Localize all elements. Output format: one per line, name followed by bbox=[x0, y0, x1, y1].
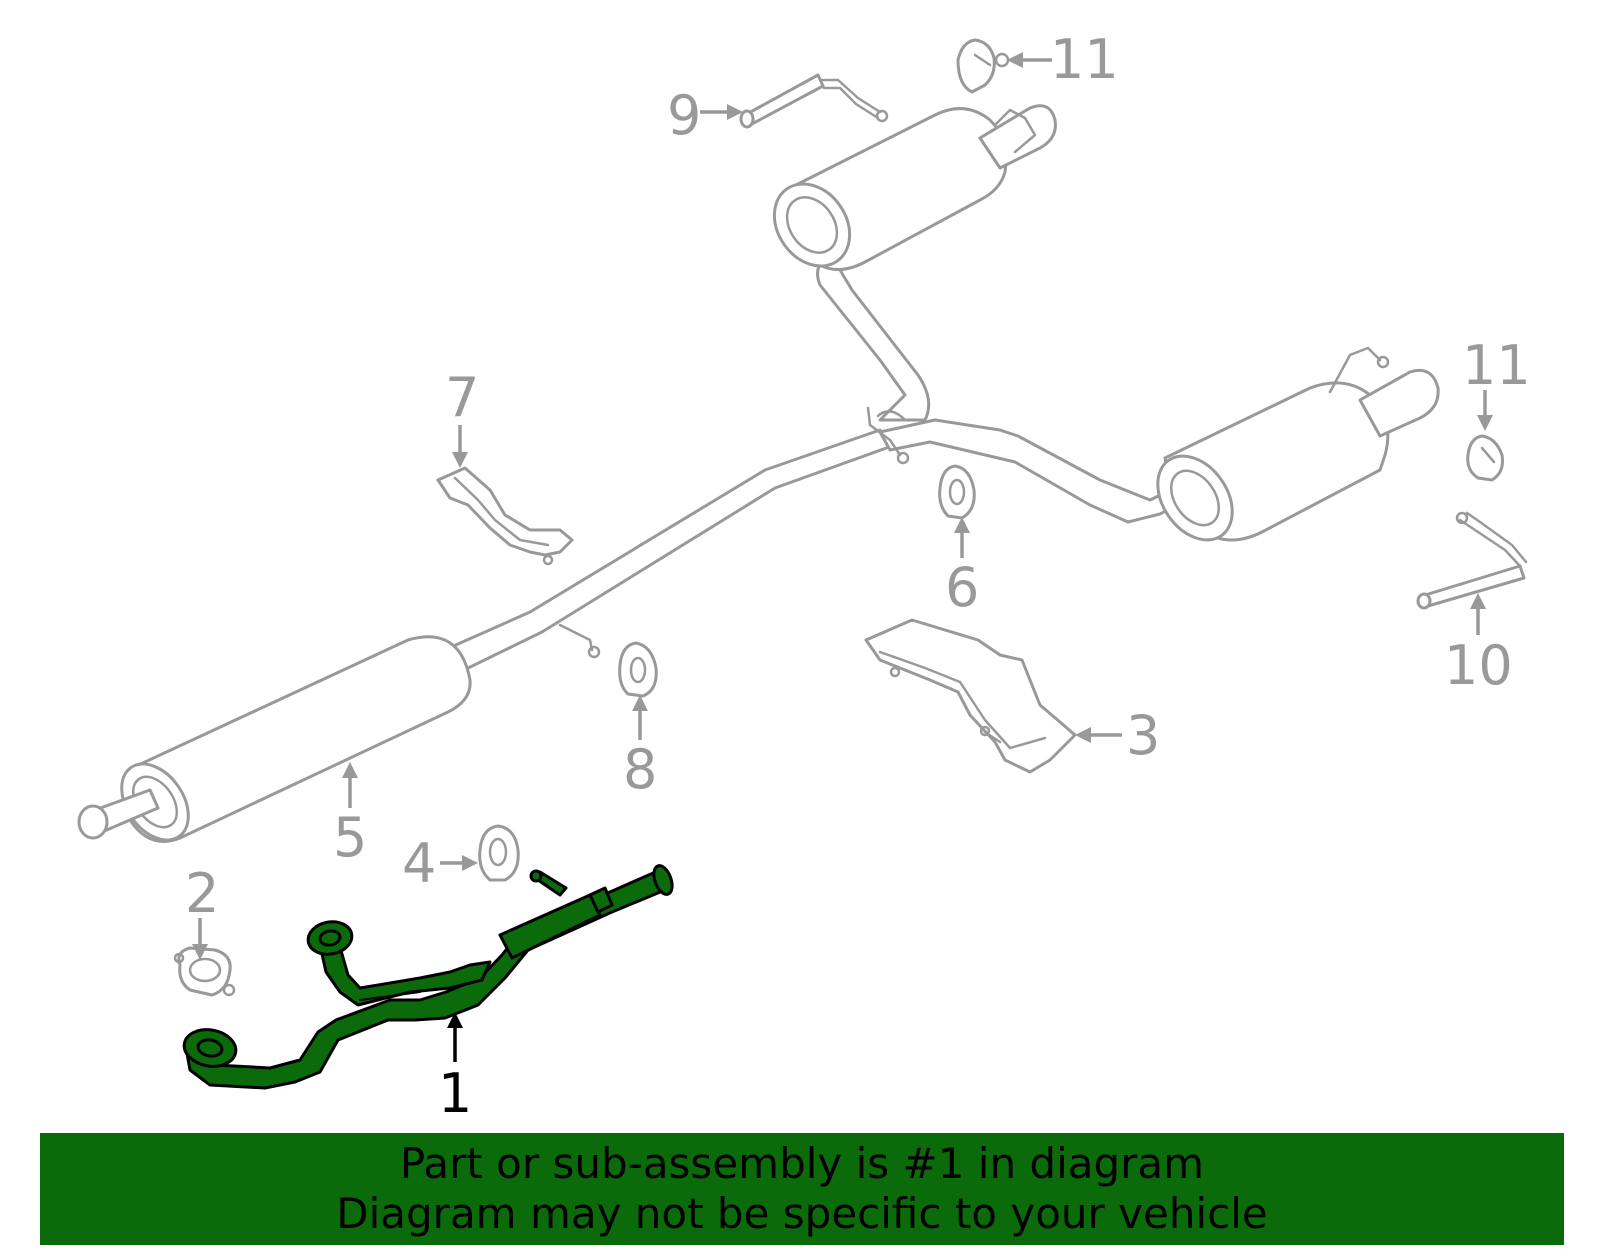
insulator-4 bbox=[478, 824, 520, 882]
label-part-8: 8 bbox=[623, 738, 657, 801]
insulator-11-right bbox=[1466, 434, 1504, 482]
label-part-4: 4 bbox=[402, 832, 436, 895]
bracket-3 bbox=[864, 618, 1077, 774]
label-part-9: 9 bbox=[667, 84, 701, 147]
label-part-3: 3 bbox=[1126, 704, 1160, 767]
label-part-10: 10 bbox=[1444, 634, 1513, 697]
rear-muffler-upper bbox=[772, 104, 1057, 271]
intermediate-pipe bbox=[438, 428, 894, 674]
insulator-8 bbox=[618, 641, 658, 698]
front-y-pipe-1 bbox=[182, 864, 674, 1090]
rear-y-pipe bbox=[816, 248, 1187, 524]
label-part-5: 5 bbox=[333, 806, 367, 869]
info-banner: Part or sub-assembly is #1 in diagram Di… bbox=[40, 1133, 1564, 1245]
rear-muffler-lower bbox=[1156, 346, 1440, 542]
label-part-7: 7 bbox=[445, 366, 479, 429]
hanger-rod-9 bbox=[739, 73, 889, 129]
gasket-2 bbox=[173, 946, 236, 997]
callout-arrows bbox=[192, 52, 1493, 1062]
insulator-6 bbox=[938, 464, 976, 520]
front-muffler-5 bbox=[77, 635, 472, 843]
banner-line-2: Diagram may not be specific to your vehi… bbox=[336, 1189, 1268, 1238]
bracket-7 bbox=[436, 466, 574, 566]
label-part-11-right: 11 bbox=[1462, 334, 1531, 397]
label-part-1: 1 bbox=[438, 1062, 472, 1125]
label-part-6: 6 bbox=[945, 556, 979, 619]
insulator-11-top bbox=[956, 38, 1010, 94]
hanger-rod-10 bbox=[1416, 511, 1528, 610]
label-part-11-top: 11 bbox=[1050, 28, 1119, 91]
label-part-2: 2 bbox=[185, 862, 219, 925]
banner-line-1: Part or sub-assembly is #1 in diagram bbox=[399, 1139, 1205, 1188]
